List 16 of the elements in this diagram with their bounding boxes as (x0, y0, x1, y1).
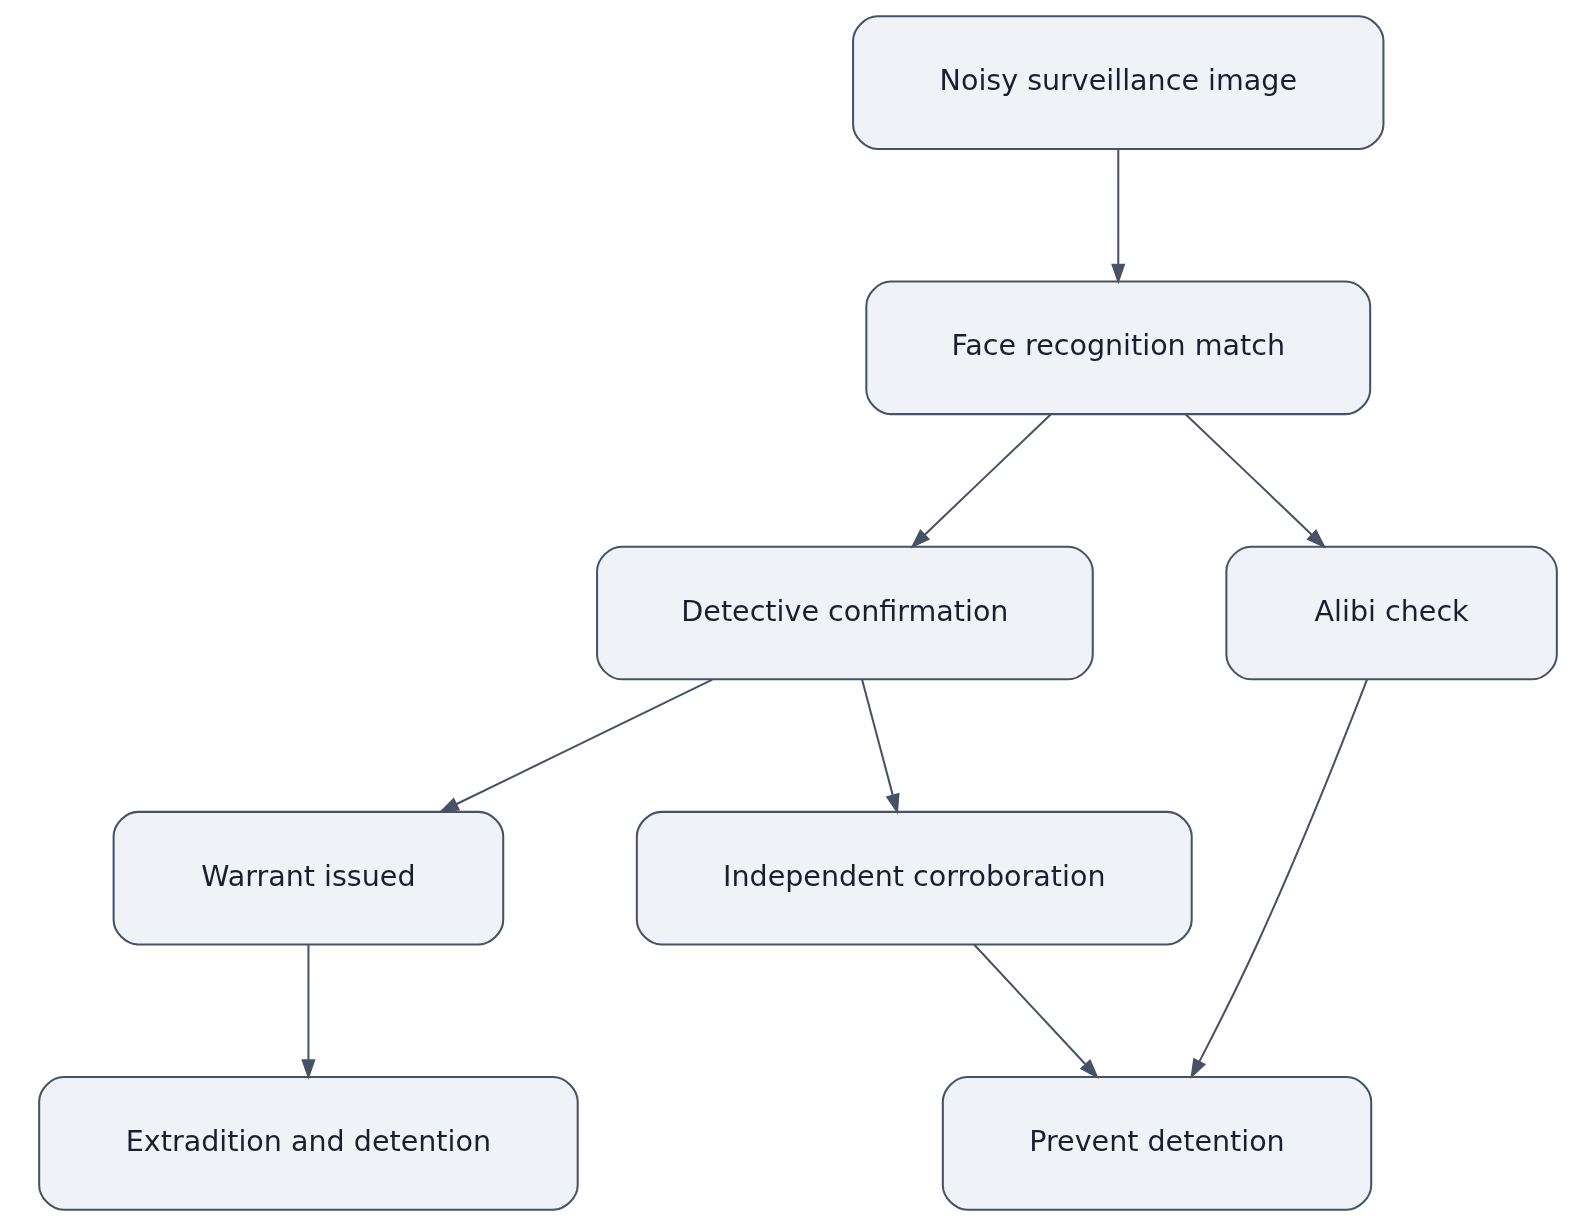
arrow (1111, 149, 1126, 285)
arrow (301, 944, 316, 1080)
arrow (438, 678, 713, 813)
node-box: Extradition and detention (38, 1076, 579, 1211)
node-box: Detective confirmation (596, 545, 1094, 681)
node-box: Independent corroboration (635, 810, 1193, 946)
node-box: Warrant issued (112, 810, 505, 946)
node-box: Noisy surveillance image (852, 15, 1385, 150)
arrow (1185, 413, 1327, 549)
arrow (973, 944, 1099, 1079)
node-box: Prevent detention (941, 1076, 1373, 1211)
arrow (910, 413, 1052, 549)
node-box: Face recognition match (865, 280, 1372, 416)
arrow (1190, 679, 1369, 1080)
arrow (861, 679, 900, 815)
node-box: Alibi check (1225, 545, 1558, 681)
